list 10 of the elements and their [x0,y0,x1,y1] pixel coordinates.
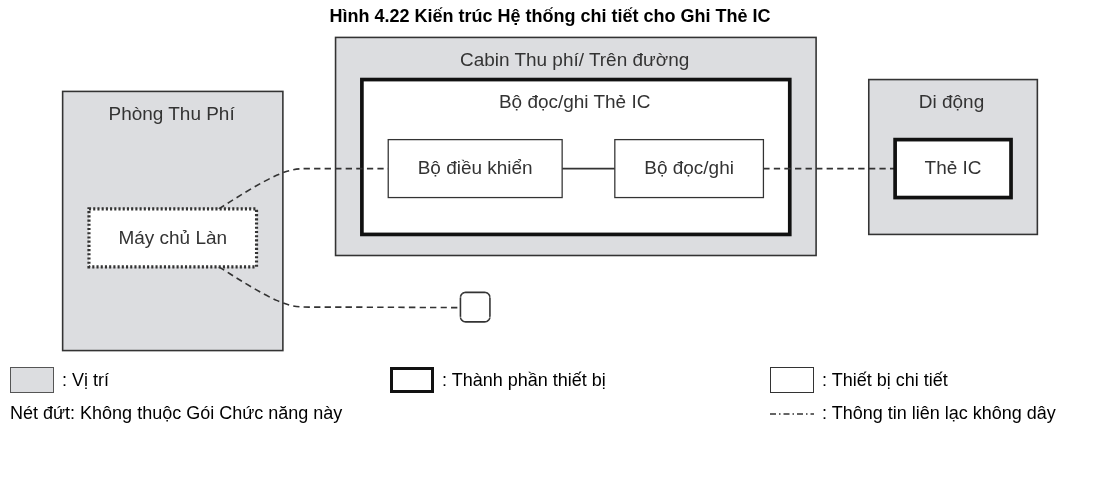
legend-text: : Thành phần thiết bị [442,369,606,391]
legend-text: : Vị trí [62,369,109,391]
node-box: Bộ điều khiển [387,139,563,199]
node-box: Máy chủ Làn [87,207,259,269]
note-text: Nét đứt: Không thuộc Gói Chức năng này [10,403,343,424]
legend-text: : Thông tin liên lạc không dây [822,403,1056,424]
node-box: Bộ đọc/ghi [614,139,765,199]
diagram-title: Hình 4.22 Kiến trúc Hệ thống chi tiết cho Ghi Thẻ IC [328,6,772,27]
node-box: Thẻ IC [893,137,1013,200]
legend-text: : Thiết bị chi tiết [822,369,948,391]
